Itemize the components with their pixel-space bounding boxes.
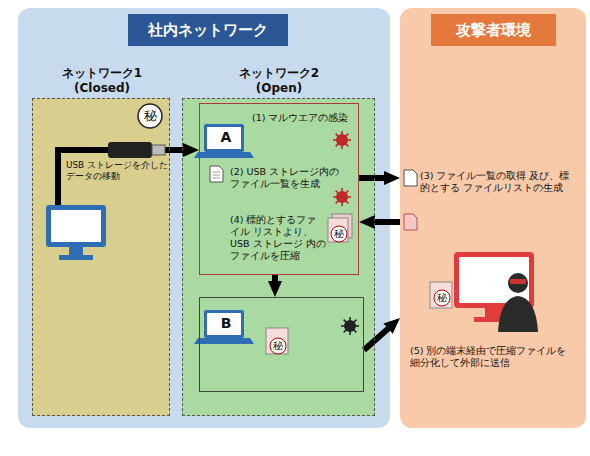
- secret-stamp: [331, 226, 347, 242]
- step-text: (2) USB ストレージ内の ファイル一覧を生成: [230, 166, 346, 190]
- step-text: (3) ファイル一覧の取得 及び、標的とする ファイルリストの生成: [420, 170, 570, 194]
- document: [404, 170, 417, 186]
- attacker-glasses: [510, 279, 526, 284]
- flow-arrow: [369, 219, 400, 225]
- malware-body: [336, 191, 348, 203]
- network-zone: ネットワーク2 (Open)A(1) マルウエアの感染(2) USB ストレージ…: [182, 98, 375, 416]
- secret-stamp: [434, 290, 450, 306]
- step-text: (1) マルウエアの感染: [252, 112, 356, 124]
- attacker-pc: [454, 252, 538, 332]
- file-icon: [404, 170, 417, 230]
- laptop: [194, 124, 254, 158]
- malware-icons: [333, 131, 359, 335]
- usb-body: [108, 142, 152, 158]
- step-text: (5) 別の端末経由で圧縮ファイルを 細分化して外部に送信: [410, 345, 578, 369]
- document: [404, 214, 417, 230]
- secret-badge: [138, 104, 162, 128]
- pc-monitor: [46, 205, 106, 247]
- pc-base: [59, 255, 93, 260]
- document: [266, 328, 288, 354]
- malware-body: [336, 134, 348, 146]
- attacker-head: [508, 273, 528, 293]
- laptop-frame: [204, 124, 244, 152]
- desktop-pc: [46, 205, 106, 260]
- terminal-box: B: [199, 297, 364, 392]
- terminal-label: B: [209, 315, 243, 333]
- laptop-frame: [204, 310, 244, 338]
- document: [210, 166, 223, 182]
- pc-stand: [69, 247, 83, 255]
- usb-plug: [152, 145, 165, 155]
- flow-arrow: [364, 325, 393, 350]
- zone-heading: ネットワーク1 (Closed): [52, 66, 152, 96]
- region-title: 社内ネットワーク: [128, 14, 288, 46]
- region-title: 攻撃者環境: [431, 14, 556, 46]
- secret-file: [430, 282, 452, 308]
- secret-mark: 秘: [270, 338, 286, 354]
- malware-body: [344, 320, 356, 332]
- file-icon: [210, 166, 223, 182]
- document: [430, 282, 452, 308]
- region-fill: [400, 8, 586, 428]
- flow-arrow: [272, 275, 278, 287]
- usb-storage: [108, 104, 165, 158]
- attacker-body: [498, 296, 538, 332]
- laptop-base: [194, 152, 254, 158]
- zone-heading: ネットワーク2 (Open): [229, 66, 329, 96]
- usb-transfer-line: [58, 150, 170, 205]
- terminal-box: A (1) マルウエアの感染 (2) USB ストレージ内の ファイル一覧を生成 (4…: [199, 103, 359, 275]
- laptop: [194, 310, 254, 344]
- transfer-note: USB ストレージを介した データの移動: [66, 160, 168, 182]
- step-text: (4) 標的とするファイル リストより、USB ストレージ 内のファイルを圧縮: [230, 214, 326, 262]
- network-region: 社内ネットワークネットワーク1 (Closed) ネットワーク2 (Open) A (…: [18, 8, 390, 428]
- attacker-region: 攻撃者環境: [400, 8, 586, 428]
- flow-arrow: [170, 147, 189, 153]
- secret-mark: 秘: [331, 226, 347, 242]
- region-fill: [32, 98, 170, 416]
- secret-stamp: [270, 338, 286, 354]
- laptop-base: [194, 338, 254, 344]
- region-fill: [18, 8, 390, 428]
- secret-mark: 秘: [434, 290, 450, 306]
- network-zone: ネットワーク1 (Closed): [32, 98, 170, 416]
- secret-file: [266, 328, 288, 354]
- document-lines: [213, 172, 221, 178]
- terminal-label: A: [209, 129, 243, 147]
- region-fill: [182, 98, 375, 416]
- pc-screen: [51, 210, 101, 242]
- attacker-stand: [485, 308, 503, 317]
- document: [328, 218, 348, 242]
- secret-mark: 秘: [140, 106, 160, 126]
- secret-file: [328, 214, 352, 242]
